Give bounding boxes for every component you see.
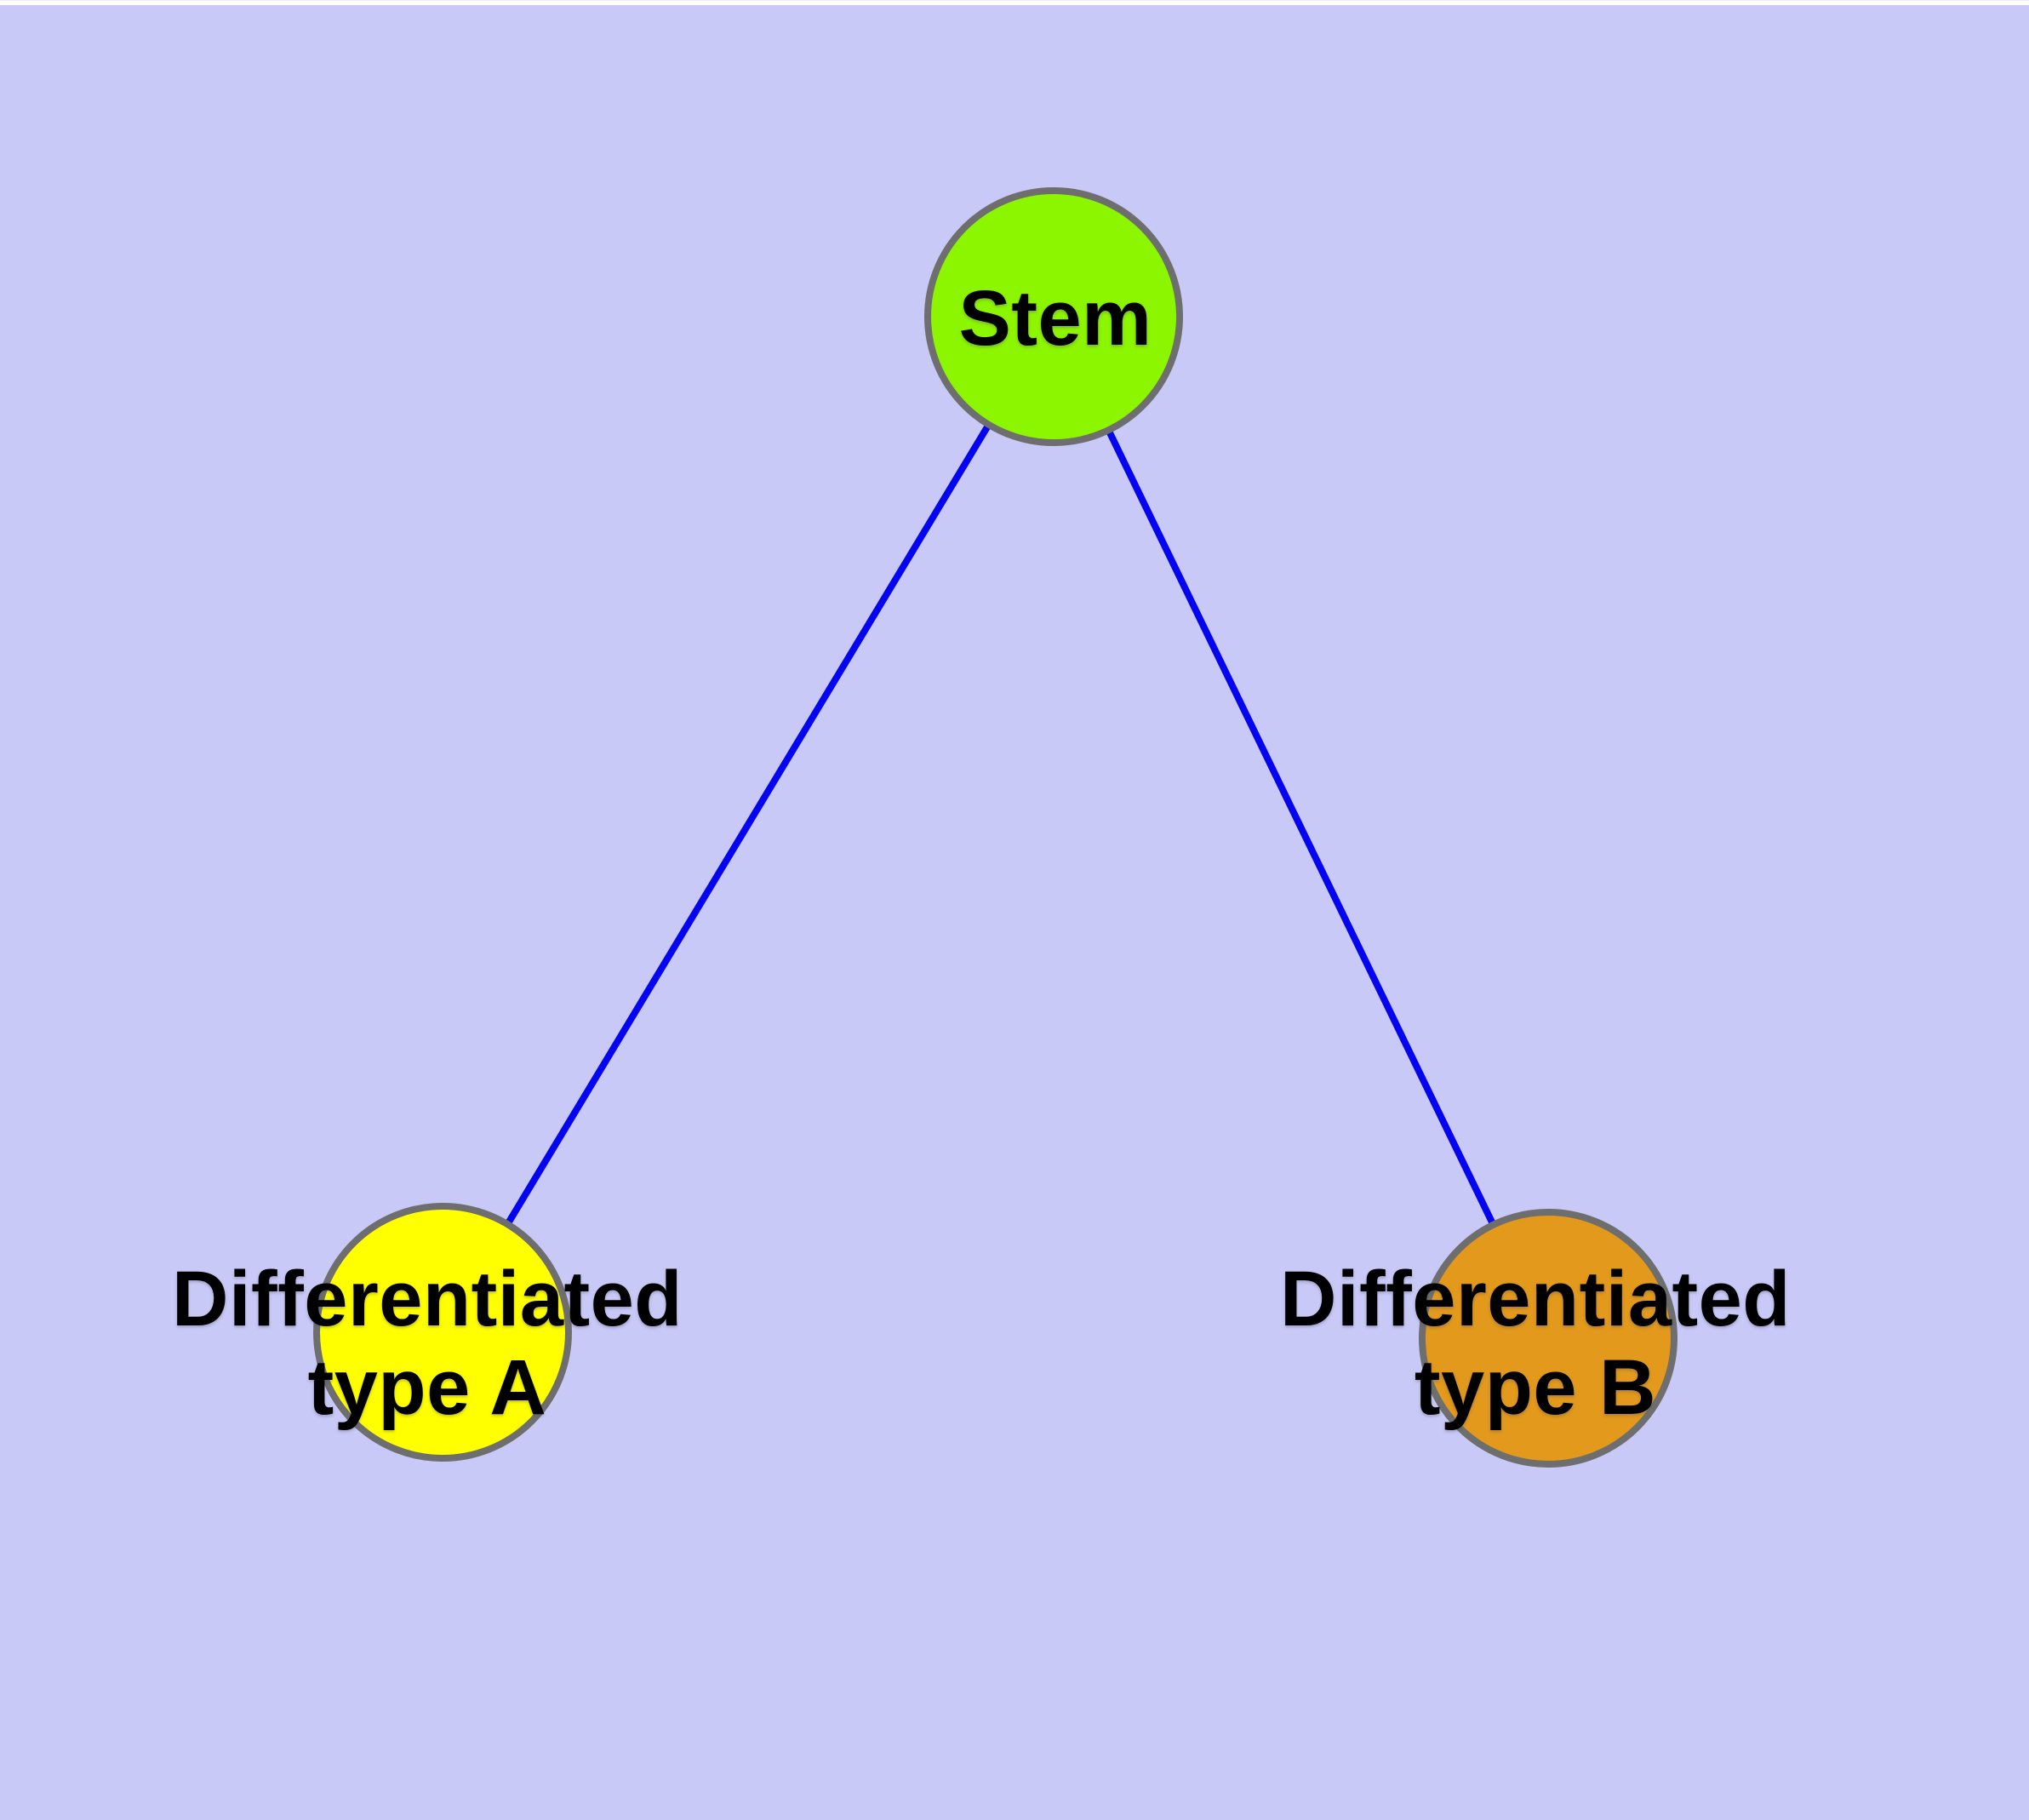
top-margin-strip — [0, 0, 2029, 5]
node-stem-circle — [924, 187, 1183, 446]
node-type-a-circle — [313, 1203, 572, 1462]
edge-stem-to-type-a — [439, 313, 1057, 1336]
node-type-b-circle — [1419, 1209, 1677, 1468]
edge-stem-to-type-b — [1050, 313, 1552, 1342]
